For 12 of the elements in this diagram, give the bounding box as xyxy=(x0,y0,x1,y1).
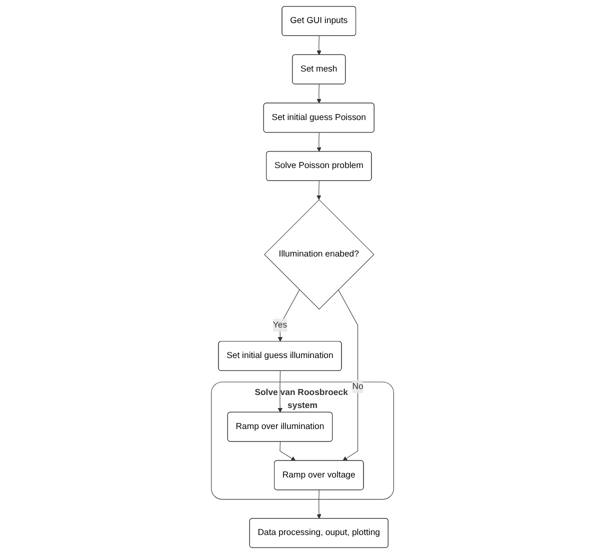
arrow xyxy=(280,441,296,461)
arrow xyxy=(278,290,300,342)
arrow xyxy=(317,36,322,56)
arrow xyxy=(317,84,322,104)
arrow xyxy=(338,290,359,461)
node-diamond: Illumination enabed? xyxy=(264,199,375,310)
edge-label: No xyxy=(352,382,364,391)
arrow xyxy=(278,370,283,413)
edge-label: Yes xyxy=(273,320,288,330)
arrow xyxy=(317,132,322,152)
arrow xyxy=(316,180,322,200)
arrow xyxy=(317,490,322,519)
